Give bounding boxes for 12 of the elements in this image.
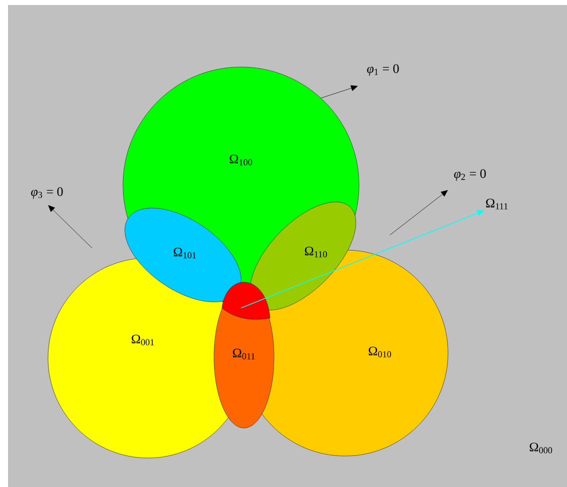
- region-label: Ω$_{101}$: [174, 248, 196, 258]
- region-label: Ω$_{000}$: [530, 442, 552, 454]
- region-label: Ω$_{010}$: [368, 346, 392, 358]
- region-label: Ω$_{001}$: [132, 334, 154, 346]
- region-label: Ω$_{110}$: [304, 246, 327, 258]
- region-label: Ω$_{100}$: [230, 154, 252, 166]
- equation-label: φ$_{1}$ = 0: [367, 64, 399, 76]
- region-label: Ω$_{011}$: [232, 348, 255, 360]
- equation-label: φ$_{2}$ = 0: [454, 169, 486, 181]
- region-blob: [222, 282, 270, 320]
- equation-label: φ$_{3}$ = 0: [31, 187, 63, 199]
- region-label: Ω$_{111}$: [486, 198, 508, 210]
